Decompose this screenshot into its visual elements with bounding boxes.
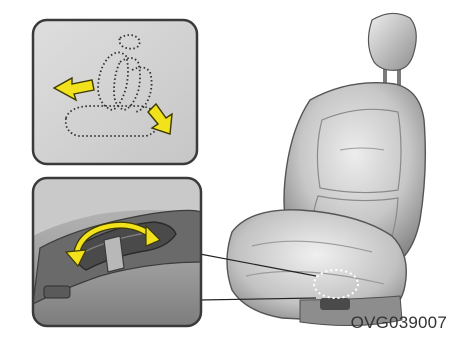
switch-closeup-panel (33, 178, 201, 326)
recline-diagram-panel (33, 20, 197, 164)
headrest (368, 13, 416, 70)
figure-code: OVG039007 (351, 313, 447, 333)
switch-knob (104, 236, 124, 272)
seat-illustration (227, 13, 425, 325)
seat-side-switch (320, 298, 350, 310)
secondary-switch (44, 286, 70, 298)
